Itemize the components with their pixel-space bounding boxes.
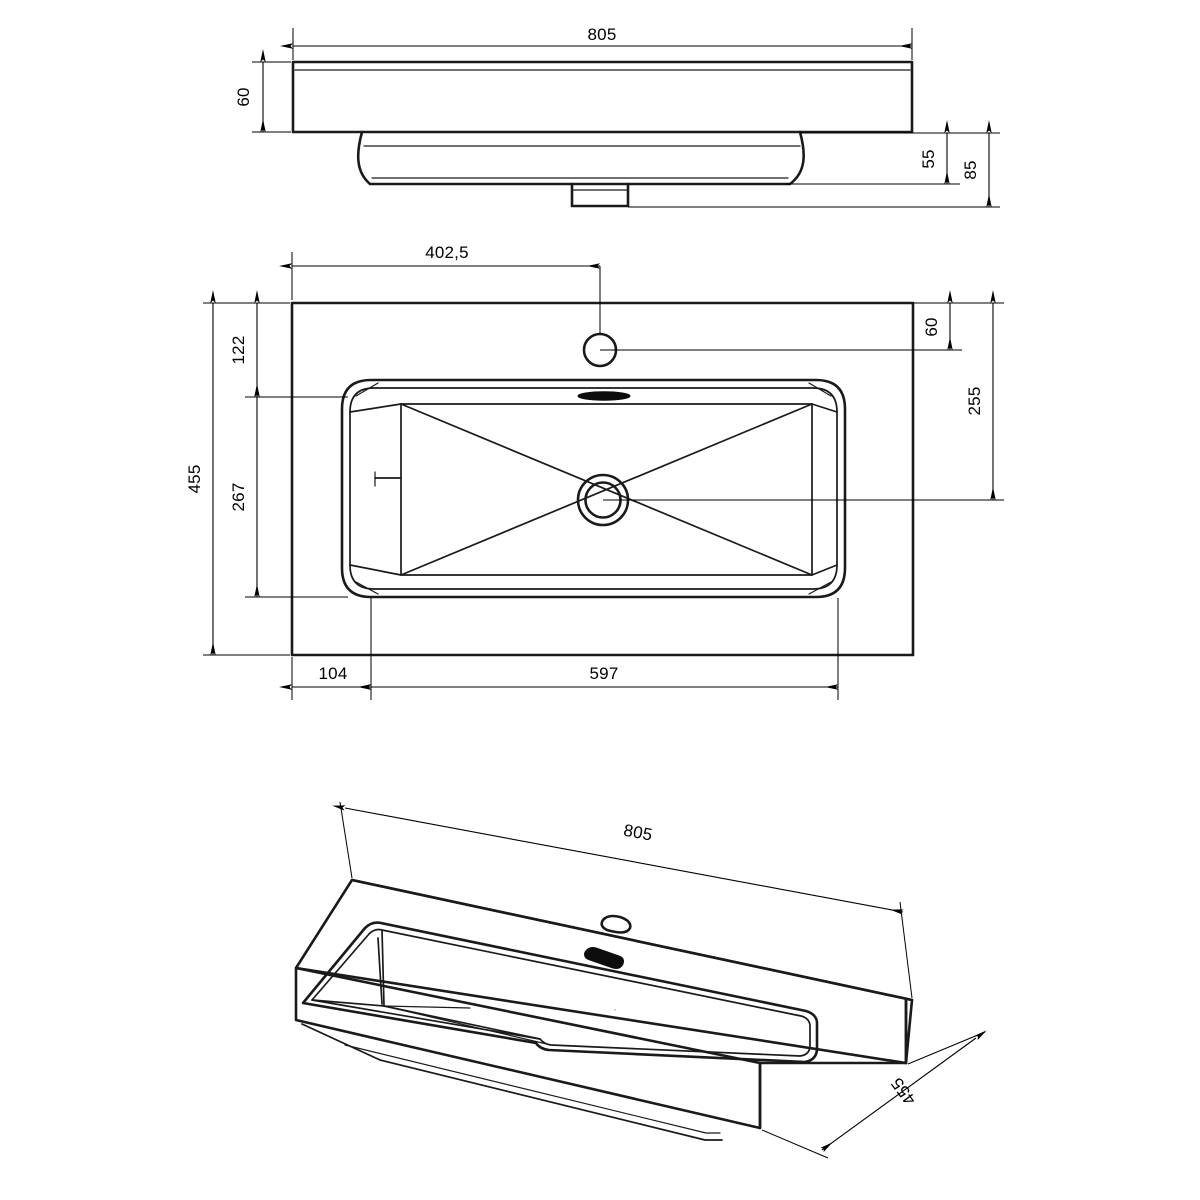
top-slab-outline [290,301,915,657]
front-bowl-underside [356,130,805,186]
dim-label-taphole-from-back: 60 [922,317,941,336]
dim-label-front-bowl-outer: 85 [961,160,980,179]
dim-top-bowl-width-597: 597 [358,598,839,700]
bowl-diagonals [400,403,813,576]
dim-front-width-805: 805 [280,25,913,60]
dim-front-slab-height-60: 60 [234,49,291,133]
iso-slab-front-face [294,966,762,1130]
bowl-corner-chamfers [349,382,838,595]
bowl-rim-inner-contour [349,387,838,590]
dim-top-drain-from-back-255: 255 [913,290,1004,501]
iso-waste-outlet [301,1023,723,1141]
isometric-perspective-view: 805 455 [294,801,987,1159]
dim-top-rim-to-bowl-122: 122 [229,290,348,398]
dim-top-bowl-depth-267: 267 [229,384,348,598]
waste-outlet-stub [570,182,630,208]
dim-iso-depth-455: 455 [761,1030,987,1159]
feature-leader-lines [599,266,1002,501]
iso-slab-right-face [758,998,908,1130]
dim-label-top-bowl-width: 597 [590,664,619,683]
dim-label-top-left-margin: 104 [319,664,348,683]
iso-tap-hole [600,914,632,1011]
dim-top-left-margin-104: 104 [279,598,372,700]
dim-top-overall-depth-455: 455 [185,290,290,656]
dim-top-taphole-from-left-402-5: 402,5 [279,243,600,300]
bowl-outer-rim [340,378,847,599]
iso-bowl-interior [311,929,552,1046]
top-plan-view: 402,5 455 122 267 [185,243,1004,700]
dim-label-taphole-from-left: 402,5 [425,243,469,262]
iso-overflow-slot [584,947,624,969]
dim-label-top-rim-to-bowl: 122 [229,336,248,365]
dim-iso-length-805: 805 [332,801,913,999]
front-elevation-view: 805 60 55 85 [234,25,1000,208]
dim-label-front-slab-height: 60 [234,87,253,106]
dim-label-top-overall-depth: 455 [185,465,204,494]
dim-label-front-bowl-inner: 55 [919,149,938,168]
left-rim-ledge-mark [374,471,402,487]
front-slab-body [291,60,914,134]
dim-label-iso-depth: 455 [887,1074,919,1109]
dim-label-top-bowl-depth: 267 [229,483,248,512]
dim-front-bowl-outer-85: 85 [628,120,1000,208]
dim-label-front-width: 805 [588,25,617,44]
dim-label-drain-from-back: 255 [965,387,984,416]
overflow-slot [577,391,631,401]
iso-bowl-rim-outer [301,921,819,1064]
dim-top-taphole-from-back-60: 60 [913,290,962,351]
iso-slab-top-face [294,878,914,1065]
dim-front-bowl-inner-55: 55 [786,120,960,185]
dim-label-iso-length: 805 [622,821,654,845]
